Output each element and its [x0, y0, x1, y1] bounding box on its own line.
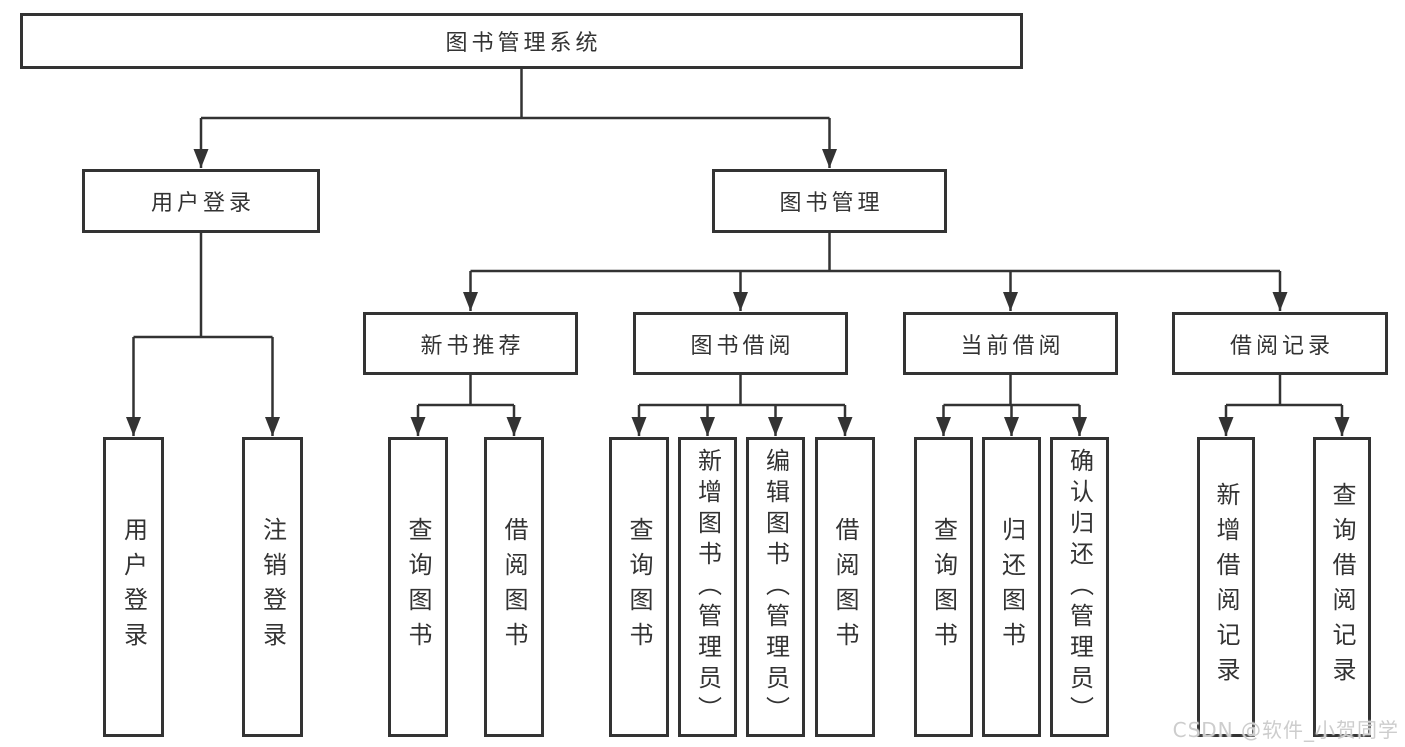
- leaf-label: 新增借阅记录: [1212, 482, 1240, 692]
- node-label: 图书管理系统: [445, 31, 602, 56]
- leaf-label: 编辑图书（管理员）: [761, 447, 790, 727]
- leaf-return-books: 归还图书: [982, 437, 1041, 737]
- node-label: 新书推荐: [420, 333, 525, 359]
- node-label: 借阅记录: [1229, 333, 1334, 359]
- leaf-edit-books-admin: 编辑图书（管理员）: [746, 437, 805, 737]
- leaf-label: 借阅图书: [831, 517, 859, 657]
- leaf-add-books-admin: 新增图书（管理员）: [678, 437, 737, 737]
- node-library-management-system: 图书管理系统: [20, 13, 1023, 69]
- leaf-query-books-current: 查询图书: [914, 437, 973, 737]
- leaf-query-books-recommend: 查询图书: [388, 437, 448, 737]
- leaf-query-borrow-record: 查询借阅记录: [1313, 437, 1371, 737]
- leaf-label: 新增图书（管理员）: [693, 447, 722, 727]
- node-label: 用户登录: [150, 191, 255, 216]
- leaf-label: 查询图书: [625, 517, 653, 657]
- leaf-label: 借阅图书: [500, 517, 528, 657]
- node-label: 图书借阅: [690, 333, 795, 359]
- node-current-borrow: 当前借阅: [903, 312, 1118, 375]
- node-label: 图书管理: [779, 191, 884, 216]
- leaf-label: 查询图书: [404, 517, 432, 657]
- node-borrow-records: 借阅记录: [1172, 312, 1388, 375]
- leaf-label: 归还图书: [997, 517, 1026, 657]
- leaf-label: 查询图书: [929, 517, 958, 657]
- node-label: 当前借阅: [960, 333, 1065, 359]
- leaf-query-books-borrow: 查询图书: [609, 437, 669, 737]
- leaf-logout: 注销登录: [242, 437, 303, 737]
- node-user-login: 用户登录: [82, 169, 320, 233]
- leaf-confirm-return-admin: 确认归还（管理员）: [1050, 437, 1109, 737]
- node-book-borrow: 图书借阅: [633, 312, 848, 375]
- node-book-management: 图书管理: [712, 169, 947, 233]
- node-new-book-recommend: 新书推荐: [363, 312, 578, 375]
- leaf-label: 用户登录: [119, 517, 148, 657]
- leaf-label: 注销登录: [258, 517, 287, 657]
- leaf-label: 确认归还（管理员）: [1065, 447, 1094, 727]
- leaf-label: 查询借阅记录: [1328, 482, 1356, 692]
- leaf-add-borrow-record: 新增借阅记录: [1197, 437, 1255, 737]
- leaf-user-login: 用户登录: [103, 437, 164, 737]
- leaf-borrow-books: 借阅图书: [815, 437, 875, 737]
- csdn-watermark: CSDN @软件_小贺同学: [1172, 718, 1399, 742]
- leaf-borrow-books-recommend: 借阅图书: [484, 437, 544, 737]
